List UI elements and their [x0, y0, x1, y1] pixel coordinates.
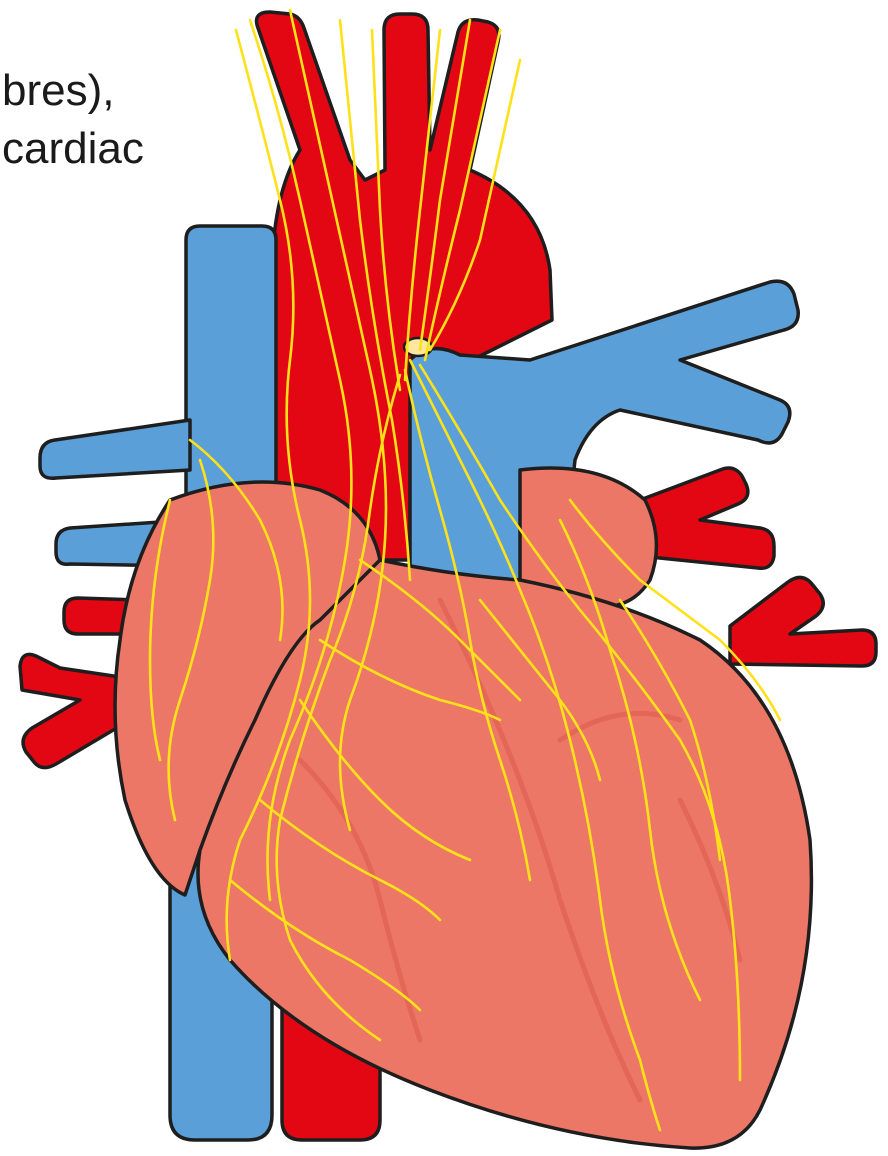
pulmonary-vein-upper-left [40, 420, 190, 478]
pulmonary-artery-branch-right-1 [640, 468, 774, 568]
pulmonary-artery-branch-right-2 [730, 577, 876, 666]
